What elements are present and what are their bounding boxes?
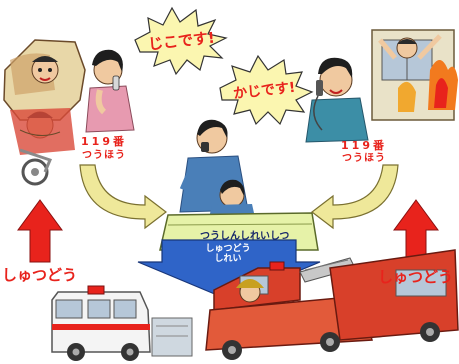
left-report-arrow — [79, 164, 167, 230]
dispatch-room-label: つうしんしれいしつ — [200, 231, 290, 242]
left-tsuho-label: つうほう — [82, 150, 126, 161]
right-tsuho-label: つうほう — [342, 153, 386, 164]
left-shutsudo-label: しゅつどう — [2, 266, 78, 284]
fire-trucks — [205, 249, 459, 360]
fire-scene — [305, 29, 458, 143]
accident-scene — [3, 39, 135, 186]
right-shutsudo-label: しゅつどう — [378, 268, 454, 286]
ambulance — [51, 285, 193, 361]
command-arrow-line1: しゅつどう — [205, 244, 251, 254]
dispatch-operator — [179, 119, 256, 222]
accident-speech-burst — [134, 6, 228, 76]
command-arrow-text: しゅつどう しれい — [196, 244, 260, 264]
left-119-label: 119番 — [81, 135, 127, 148]
right-119-label: 119番 — [341, 139, 387, 152]
command-arrow-line2: しれい — [214, 254, 242, 264]
left-dispatch-arrow — [17, 199, 63, 263]
fire-speech-burst — [219, 54, 314, 126]
right-report-arrow — [311, 164, 399, 230]
